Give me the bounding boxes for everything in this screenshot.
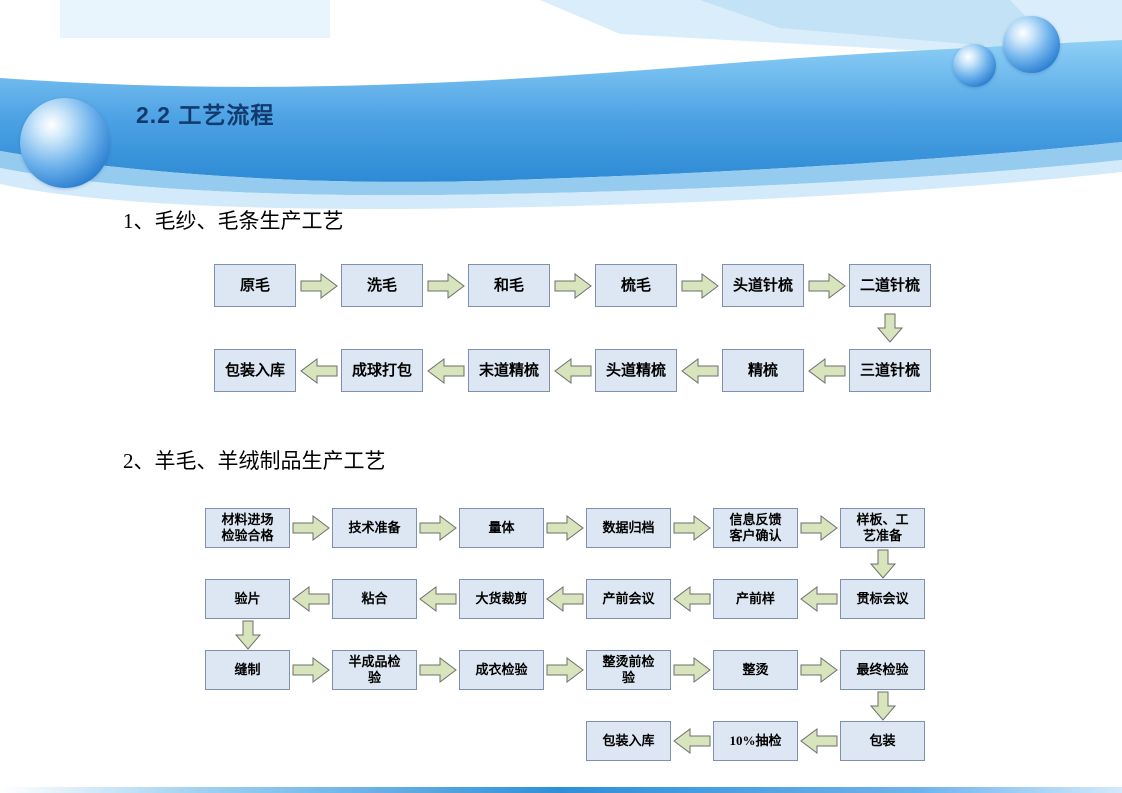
decorative-sphere-small	[953, 44, 996, 87]
flow-arrow-down-icon	[840, 690, 925, 721]
flow-arrow-left-icon	[798, 579, 840, 619]
flow-step: 半成品检 验	[332, 650, 417, 690]
flow-step: 成衣检验	[459, 650, 544, 690]
flow-step: 贯标会议	[840, 579, 925, 619]
flow-step: 洗毛	[341, 264, 423, 307]
flow-arrow-down-icon	[205, 619, 290, 650]
flow-step: 10%抽检	[713, 721, 798, 761]
flow-arrow-right-icon	[290, 508, 332, 548]
footer-accent-bar	[0, 787, 1122, 793]
flow-arrow-right-icon	[544, 650, 586, 690]
flow-step: 量体	[459, 508, 544, 548]
flow-step: 成球打包	[341, 349, 423, 392]
flow-arrow-left-icon	[671, 721, 713, 761]
flow-arrow-right-icon	[804, 264, 849, 307]
flow-step: 三道针梳	[849, 349, 931, 392]
flow-arrow-right-icon	[671, 650, 713, 690]
flow-arrow-right-icon	[677, 264, 722, 307]
flow-arrow-left-icon	[296, 349, 341, 392]
flow-arrow-right-icon	[417, 508, 459, 548]
flow-step: 二道针梳	[849, 264, 931, 307]
header-wave-decoration	[0, 0, 1122, 210]
slide-title: 2.2 工艺流程	[136, 102, 275, 128]
flow-arrow-right-icon	[550, 264, 595, 307]
process-flowchart-yarn: 原毛 洗毛 和毛 梳毛 头道针梳 二道针梳包装入库 成球打包 末道精梳 头道精梳 精梳 三道针梳	[214, 264, 931, 392]
flow-arrow-left-icon	[798, 721, 840, 761]
flow-arrow-left-icon	[550, 349, 595, 392]
flow-arrow-down-icon	[840, 548, 925, 579]
flow-arrow-right-icon	[417, 650, 459, 690]
flow-step: 数据归档	[586, 508, 671, 548]
flow-step: 验片	[205, 579, 290, 619]
flow-arrow-left-icon	[417, 579, 459, 619]
flow-arrow-left-icon	[290, 579, 332, 619]
flow-step: 产前样	[713, 579, 798, 619]
section-heading-2: 2、羊毛、羊绒制品生产工艺	[123, 449, 386, 473]
section-heading-1: 1、毛纱、毛条生产工艺	[123, 209, 344, 233]
flow-step: 包装入库	[586, 721, 671, 761]
flow-step: 包装入库	[214, 349, 296, 392]
flow-step: 原毛	[214, 264, 296, 307]
flow-arrow-right-icon	[423, 264, 468, 307]
flow-step: 精梳	[722, 349, 804, 392]
flow-step: 信息反馈 客户确认	[713, 508, 798, 548]
flow-arrow-left-icon	[423, 349, 468, 392]
flow-step: 技术准备	[332, 508, 417, 548]
flow-arrow-right-icon	[671, 508, 713, 548]
flow-step: 包装	[840, 721, 925, 761]
decorative-sphere-medium	[1003, 16, 1060, 73]
flow-arrow-down-icon	[849, 307, 931, 349]
flow-arrow-left-icon	[671, 579, 713, 619]
flow-arrow-right-icon	[296, 264, 341, 307]
flow-arrow-right-icon	[290, 650, 332, 690]
flow-step: 样板、工 艺准备	[840, 508, 925, 548]
process-flowchart-garment: 材料进场 检验合格 技术准备 量体 数据归档 信息反馈 客户确认 样板、工 艺准备验片 粘合…	[205, 508, 925, 761]
flow-step: 头道针梳	[722, 264, 804, 307]
flow-step: 材料进场 检验合格	[205, 508, 290, 548]
flow-step: 产前会议	[586, 579, 671, 619]
decorative-sphere-large	[20, 98, 110, 188]
flow-step: 和毛	[468, 264, 550, 307]
flow-arrow-right-icon	[798, 650, 840, 690]
flow-arrow-left-icon	[544, 579, 586, 619]
flow-step: 缝制	[205, 650, 290, 690]
flow-arrow-right-icon	[544, 508, 586, 548]
flow-step: 大货裁剪	[459, 579, 544, 619]
flow-step: 粘合	[332, 579, 417, 619]
flow-arrow-left-icon	[677, 349, 722, 392]
flow-step: 最终检验	[840, 650, 925, 690]
flow-arrow-left-icon	[804, 349, 849, 392]
flow-step: 整烫前检 验	[586, 650, 671, 690]
flow-arrow-right-icon	[798, 508, 840, 548]
flow-step: 末道精梳	[468, 349, 550, 392]
flow-step: 梳毛	[595, 264, 677, 307]
flow-step: 头道精梳	[595, 349, 677, 392]
flow-step: 整烫	[713, 650, 798, 690]
